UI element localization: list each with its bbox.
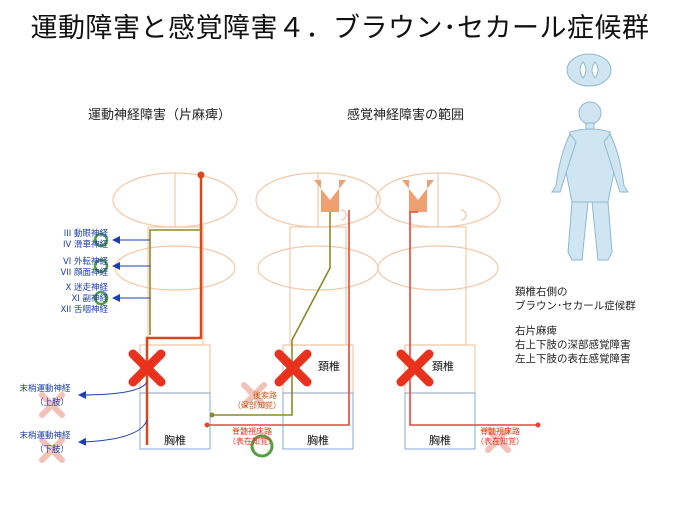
upward-arrow-dorsal <box>314 180 346 212</box>
peripheral-lower-label: 末梢運動神経 <box>19 430 71 441</box>
cranial-nerve-arrows <box>112 236 150 302</box>
nerve-label: III 動眼神経 <box>64 228 109 239</box>
nerve-label: IV 滑車神経 <box>63 239 109 250</box>
motor-origin-dot <box>197 171 205 179</box>
corticobulbar-tract <box>149 229 201 335</box>
spinothalamic-label: 脊髄視床路 <box>480 426 520 436</box>
lesion-x-dorsal <box>274 349 312 387</box>
spinothalamic-label: 脊髄視床路 <box>232 426 272 436</box>
left-heading: 運動神経障害（片麻痺） <box>88 108 232 123</box>
dorsal-column-tract <box>212 212 331 416</box>
spinothalamic-sense-label: （表在知覚） <box>228 436 276 446</box>
note-line-2: ブラウン･セカール症候群 <box>515 300 636 312</box>
upward-arrow-sensory <box>402 180 434 212</box>
dorsal-tract-label: 後索路 <box>253 390 277 400</box>
page-title: 運動障害と感覚障害４．ブラウン･セカール症候群 <box>30 13 650 44</box>
spinal-cross-section-icon <box>566 53 612 87</box>
thoracic-label: 胸椎 <box>307 433 329 447</box>
peripheral-upper-label: 末梢運動神経 <box>19 383 71 394</box>
lesion-x-motor <box>128 349 166 387</box>
spinothalamic-tract-3 <box>409 211 538 426</box>
thoracic-box-3 <box>404 392 476 450</box>
lesion-x-sensory <box>396 349 434 387</box>
nerve-label: VI 外転神経 <box>63 256 109 267</box>
motor-tract <box>145 175 203 445</box>
nerve-label: XI 副神経 <box>71 293 108 304</box>
dorsal-x-mark <box>241 382 267 408</box>
thoracic-label: 胸椎 <box>429 433 451 447</box>
sensory-x-mark <box>485 427 511 453</box>
thoracic-box-2 <box>282 392 354 450</box>
spinothalamic-sense-label: （表在知覚） <box>476 436 524 446</box>
cervical-label: 頚椎 <box>432 359 454 373</box>
peripheral-motor-arrows <box>78 381 148 446</box>
nerve-label: VII 顔面神経 <box>60 267 108 278</box>
peripheral-upper-limb: （上肢） <box>35 397 69 408</box>
nerve-label: X 迷走神経 <box>65 282 108 293</box>
note-line-3: 右片麻痺 <box>515 325 557 337</box>
spinothalamic-tract-2 <box>207 210 350 426</box>
note-line-1: 頚椎右側の <box>515 286 568 298</box>
right-heading: 感覚神経障害の範囲 <box>347 108 465 123</box>
limb-x-marks <box>39 392 65 463</box>
nerve-label: XII 舌咽神経 <box>60 304 108 315</box>
peripheral-lower-limb: （下肢） <box>35 444 69 455</box>
thoracic-box-1 <box>139 392 211 450</box>
brain-outline-motor <box>112 172 238 394</box>
preserved-circle <box>250 434 274 458</box>
thoracic-label: 胸椎 <box>164 433 186 447</box>
note-line-5: 左上下肢の表在感覚障害 <box>515 353 631 365</box>
nerve-circles <box>93 232 109 306</box>
cervical-label: 頚椎 <box>318 359 340 373</box>
note-line-4: 右上下肢の深部感覚障害 <box>515 339 631 351</box>
dorsal-sense-label: （深部知覚） <box>233 400 281 410</box>
human-body-icon <box>551 101 629 261</box>
